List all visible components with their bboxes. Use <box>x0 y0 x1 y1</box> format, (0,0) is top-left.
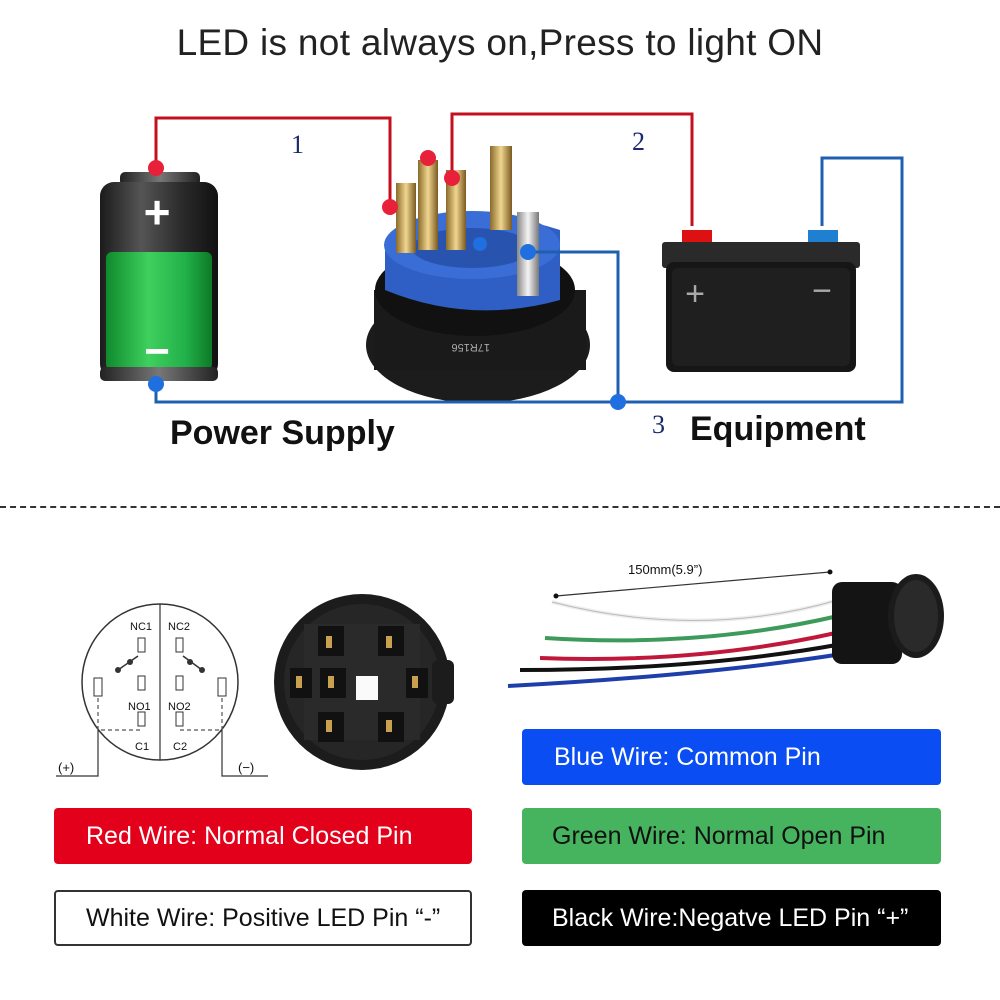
section-divider <box>0 506 1000 508</box>
wire-number-2: 2 <box>632 127 645 156</box>
legend-white-wire: White Wire: Positive LED Pin “-” <box>54 890 472 946</box>
label-no2: NO2 <box>168 701 191 713</box>
switch-pin <box>418 160 438 250</box>
power-supply-battery: + − <box>100 172 218 381</box>
wire-number-3: 3 <box>652 410 665 439</box>
wire-harness: 150mm(5.9”) <box>507 562 944 688</box>
wires <box>154 112 904 404</box>
equipment-plus-icon: + <box>685 275 705 313</box>
wiring-diagram: + − 17R156 + − <box>100 112 904 410</box>
pin-schematic: NC1 NC2 NO1 NO2 C1 C2 (+) (−) <box>56 603 268 777</box>
switch-model-text: 17R156 <box>451 341 490 353</box>
label-c2: C2 <box>173 741 187 753</box>
red-wire <box>539 630 841 661</box>
pinout-section: NC1 NC2 NO1 NO2 C1 C2 (+) (−) <box>56 562 944 777</box>
connector-plug <box>832 582 902 664</box>
label-c1: C1 <box>135 741 149 753</box>
battery-plus-icon: + <box>144 186 171 238</box>
connector-socket <box>274 594 454 770</box>
equipment-battery: + − <box>662 230 860 372</box>
push-button-switch: 17R156 <box>366 146 590 403</box>
equipment-minus-icon: − <box>812 272 832 310</box>
blue-wire <box>507 652 843 688</box>
label-minus: (−) <box>238 760 254 775</box>
label-nc1: NC1 <box>130 621 152 633</box>
wire-equipment-blue <box>154 156 904 404</box>
wire-2-red <box>450 112 694 226</box>
connection-dots <box>148 150 626 410</box>
black-wire <box>519 642 843 672</box>
legend-red-wire: Red Wire: Normal Closed Pin <box>54 808 472 864</box>
label-no1: NO1 <box>128 701 151 713</box>
battery-minus-icon: − <box>144 327 170 376</box>
switch-pin <box>396 183 416 253</box>
legend-black-wire: Black Wire:Negatve LED Pin “+” <box>522 890 941 946</box>
equipment-label: Equipment <box>690 410 866 448</box>
battery-charge <box>106 252 212 370</box>
wire-1-red <box>154 116 392 207</box>
legend-green-wire: Green Wire: Normal Open Pin <box>522 808 941 864</box>
diagram-title: LED is not always on,Press to light ON <box>176 22 824 63</box>
switch-pin <box>446 170 466 250</box>
switch-pin <box>490 146 512 230</box>
label-nc2: NC2 <box>168 621 190 633</box>
wire-number-1: 1 <box>291 130 304 159</box>
cable-length-label: 150mm(5.9”) <box>628 562 702 577</box>
wire-3-blue <box>528 250 620 402</box>
power-supply-label: Power Supply <box>170 414 395 452</box>
label-plus: (+) <box>58 760 74 775</box>
led-pin-left <box>93 677 103 697</box>
green-wire <box>544 614 839 643</box>
led-pin-right <box>217 677 227 697</box>
legend-blue-wire: Blue Wire: Common Pin <box>522 729 941 785</box>
